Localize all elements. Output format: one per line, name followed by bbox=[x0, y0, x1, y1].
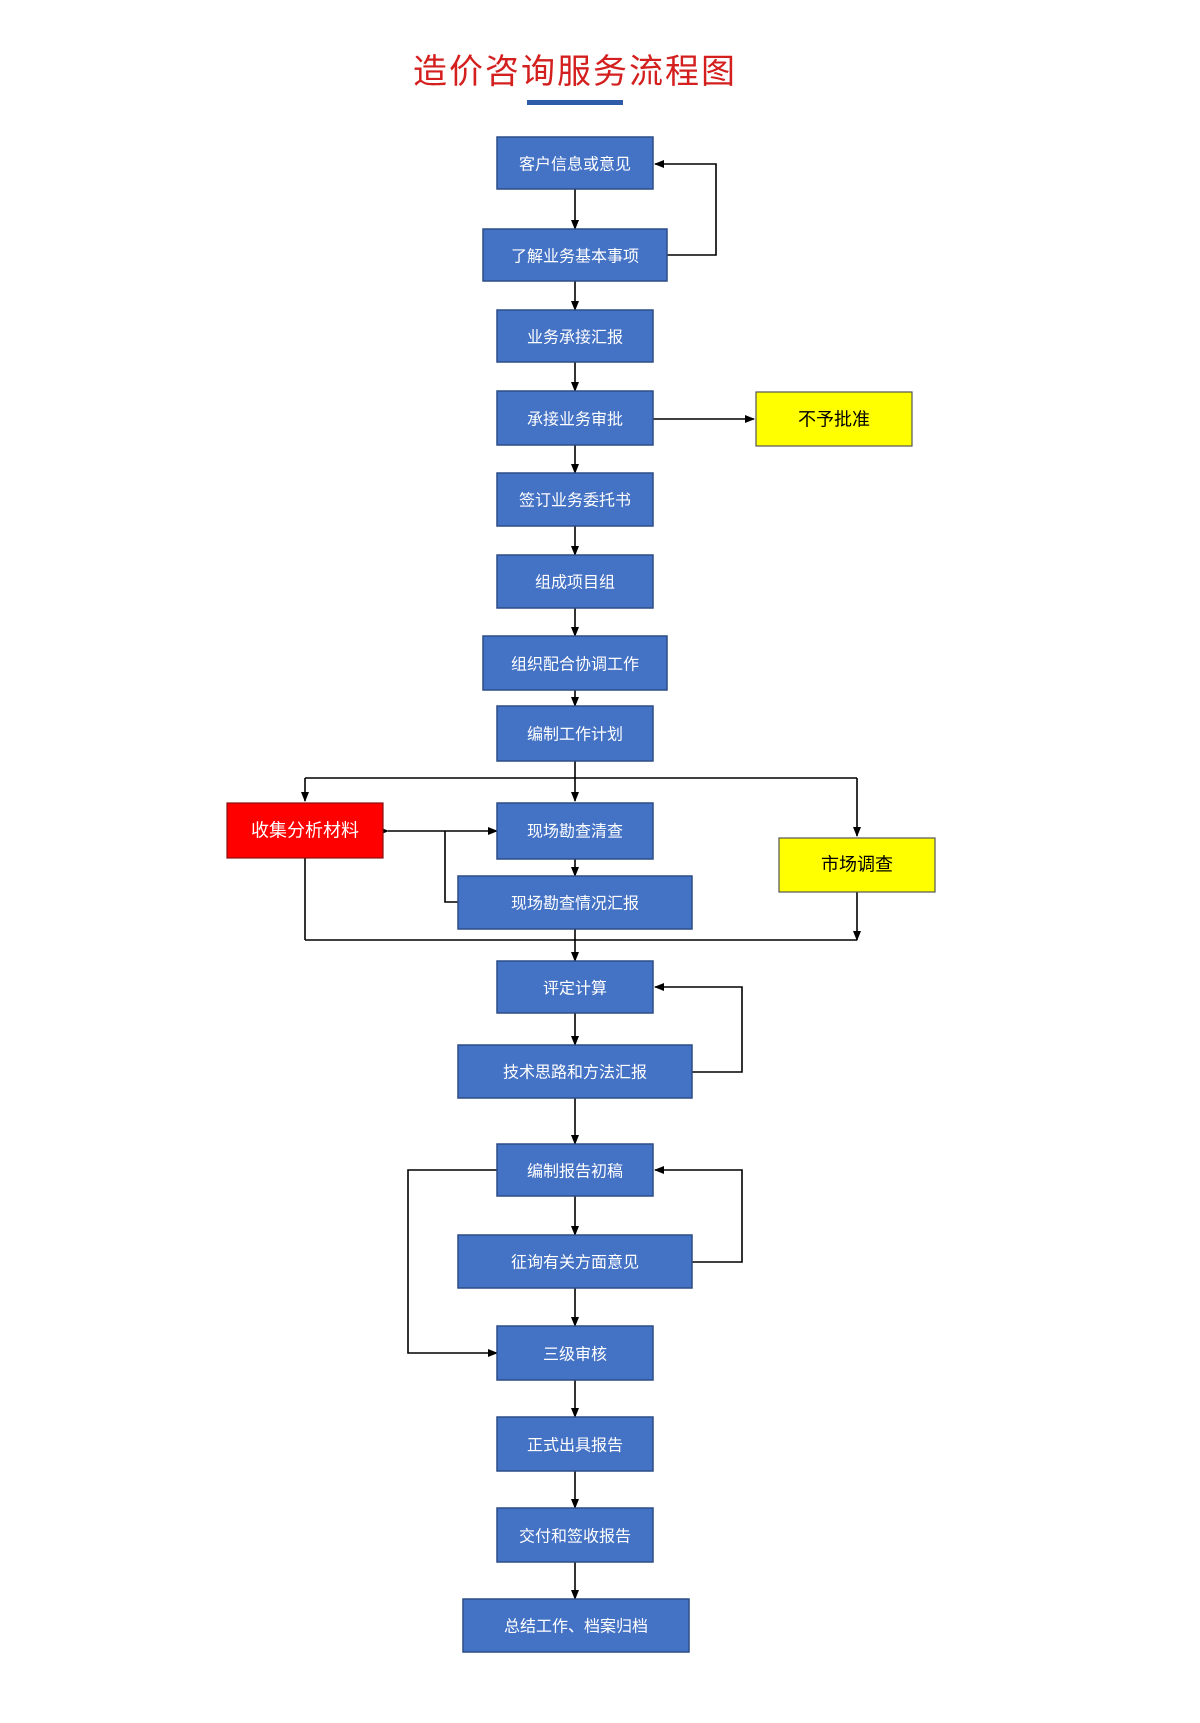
node-n4: 承接业务审批 bbox=[496, 390, 654, 446]
node-n16-label: 征询有关方面意见 bbox=[511, 1253, 639, 1272]
node-n11: 现场勘查情况汇报 bbox=[457, 875, 693, 930]
node-n7-label: 组织配合协调工作 bbox=[511, 655, 639, 674]
node-n8: 编制工作计划 bbox=[496, 705, 654, 762]
node-n14: 技术思路和方法汇报 bbox=[457, 1044, 693, 1099]
node-n6-label: 组成项目组 bbox=[535, 573, 615, 592]
node-n1: 客户信息或意见 bbox=[496, 136, 654, 190]
node-n19: 交付和签收报告 bbox=[496, 1507, 654, 1563]
node-n16: 征询有关方面意见 bbox=[457, 1234, 693, 1289]
node-n15: 编制报告初稿 bbox=[496, 1143, 654, 1197]
node-n5-label: 签订业务委托书 bbox=[519, 491, 631, 510]
node-n17-label: 三级审核 bbox=[543, 1345, 607, 1364]
node-n13-label: 评定计算 bbox=[543, 979, 607, 998]
title-underline bbox=[527, 100, 623, 105]
edge-n11-feedback bbox=[444, 831, 458, 903]
node-n9: 收集分析材料 bbox=[226, 802, 384, 859]
node-n11-label: 现场勘查情况汇报 bbox=[511, 894, 639, 913]
node-n20: 总结工作、档案归档 bbox=[462, 1598, 690, 1653]
node-n7: 组织配合协调工作 bbox=[482, 635, 668, 691]
edge-n16-n15-feedback bbox=[654, 1166, 743, 1263]
node-n18-label: 正式出具报告 bbox=[527, 1436, 623, 1455]
node-n3-label: 业务承接汇报 bbox=[527, 328, 623, 347]
node-n4-label: 承接业务审批 bbox=[527, 410, 623, 429]
node-n12-label: 市场调查 bbox=[821, 855, 893, 876]
node-n3: 业务承接汇报 bbox=[496, 309, 654, 363]
node-n6: 组成项目组 bbox=[496, 554, 654, 609]
edge-n15-n17-bypass bbox=[407, 1169, 498, 1357]
node-n14-label: 技术思路和方法汇报 bbox=[503, 1063, 647, 1082]
page-title: 造价咨询服务流程图 bbox=[413, 52, 737, 92]
node-n5: 签订业务委托书 bbox=[496, 472, 654, 527]
edge-n14-n13-feedback bbox=[654, 983, 743, 1073]
node-n20-label: 总结工作、档案归档 bbox=[504, 1617, 648, 1636]
node-n1-label: 客户信息或意见 bbox=[519, 155, 631, 174]
node-n17: 三级审核 bbox=[496, 1325, 654, 1381]
node-n4b-label: 不予批准 bbox=[798, 410, 870, 431]
node-n19-label: 交付和签收报告 bbox=[519, 1527, 631, 1546]
node-n12: 市场调查 bbox=[778, 837, 936, 893]
node-n13: 评定计算 bbox=[496, 960, 654, 1014]
nodes: 客户信息或意见 了解业务基本事项 业务承接汇报 承接业务审批 不予批准 签订业务… bbox=[226, 136, 936, 1653]
node-n2: 了解业务基本事项 bbox=[482, 228, 668, 282]
edges bbox=[301, 160, 861, 1600]
node-n9-label: 收集分析材料 bbox=[251, 821, 359, 842]
edge-n2-n1-feedback bbox=[654, 160, 717, 256]
node-n8-label: 编制工作计划 bbox=[527, 725, 623, 744]
node-n10: 现场勘查清查 bbox=[496, 802, 654, 860]
node-n4b: 不予批准 bbox=[755, 391, 913, 447]
node-n18: 正式出具报告 bbox=[496, 1416, 654, 1472]
node-n15-label: 编制报告初稿 bbox=[527, 1162, 623, 1181]
node-n10-label: 现场勘查清查 bbox=[527, 822, 623, 841]
node-n2-label: 了解业务基本事项 bbox=[511, 247, 639, 266]
